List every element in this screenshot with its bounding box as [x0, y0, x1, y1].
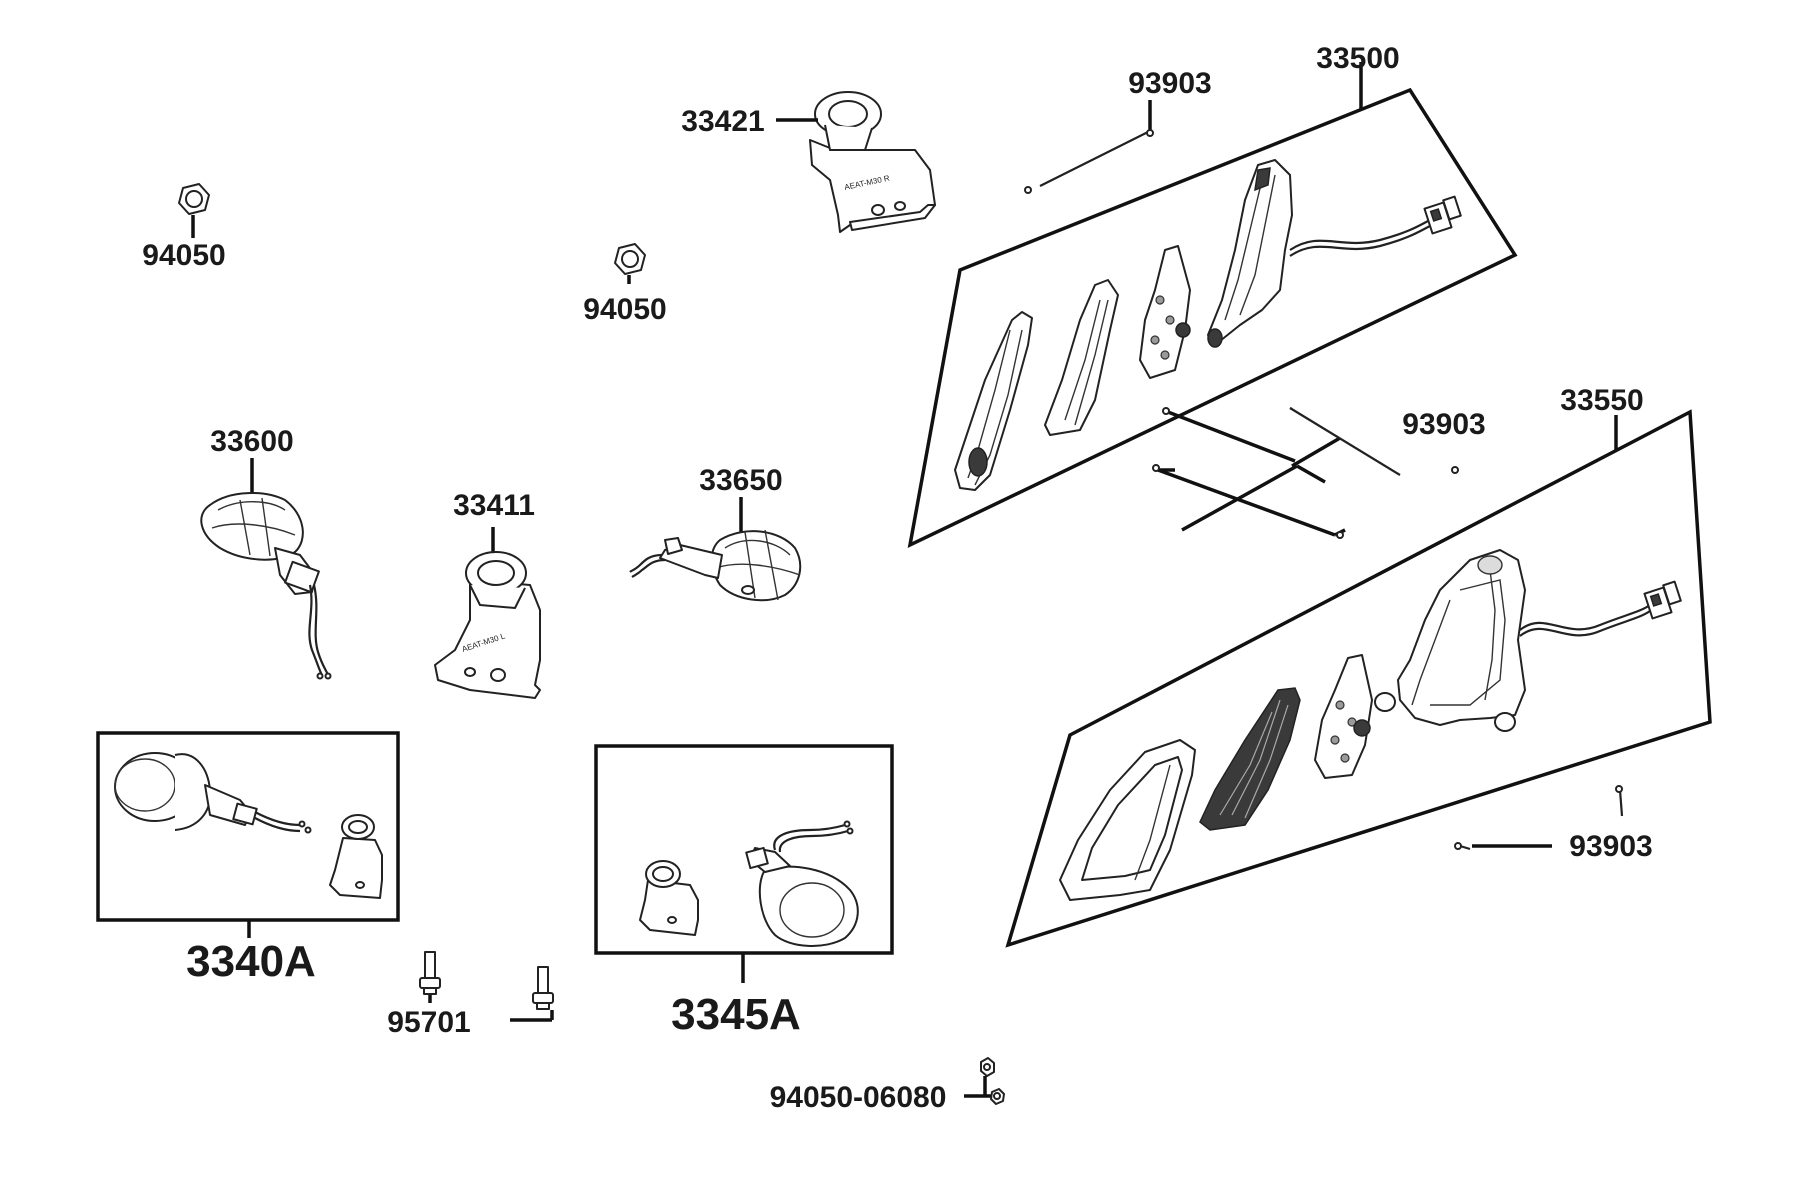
- diffuser-33550: [1199, 687, 1301, 831]
- turn-signal-33500-group: 33500: [907, 42, 1518, 549]
- lens-33500: [954, 311, 1033, 491]
- housing-33550: [1374, 549, 1526, 732]
- connector-33500: [1423, 195, 1462, 235]
- screw-93903-low: 93903: [1454, 785, 1653, 863]
- screw-93903-middle: 93903: [1152, 407, 1486, 539]
- turn-signal-33550-group: 33550: [1005, 384, 1712, 948]
- turn-signal-33500-frame: [907, 87, 1518, 549]
- label-33650: 33650: [699, 464, 782, 497]
- pcb-33500: [1139, 245, 1191, 379]
- label-94050-left: 94050: [142, 239, 225, 272]
- screw-93903-top: 93903: [1024, 67, 1212, 194]
- kit-3340A: 3340A: [96, 731, 400, 986]
- turn-signal-33600: 33600: [200, 425, 332, 680]
- turn-signal-33550-frame: [1005, 409, 1712, 948]
- turn-signal-33650: 33650: [629, 464, 802, 602]
- label-33411: 33411: [453, 489, 535, 522]
- label-33421: 33421: [681, 105, 764, 138]
- label-33500: 33500: [1316, 42, 1399, 75]
- label-33550: 33550: [1560, 384, 1643, 417]
- housing-33500: [1207, 159, 1293, 348]
- label-3345A: 3345A: [671, 990, 801, 1039]
- label-33600: 33600: [210, 425, 293, 458]
- bolts-95701: 95701: [387, 951, 554, 1039]
- label-3340A: 3340A: [186, 937, 316, 986]
- nut-94050-left: 94050: [142, 183, 226, 272]
- nut-94050-06080: 94050-06080: [770, 1057, 1005, 1114]
- diffuser-33500: [1044, 279, 1119, 436]
- nut-94050-middle: 94050: [583, 243, 667, 326]
- bracket-33421: AEAT-M30 R 33421: [681, 91, 936, 233]
- pcb-33550: [1314, 654, 1373, 779]
- label-93903-top: 93903: [1128, 67, 1211, 100]
- kit-3345A: 3345A: [594, 744, 894, 1039]
- label-94050-middle: 94050: [583, 293, 666, 326]
- label-93903-middle: 93903: [1402, 408, 1485, 441]
- label-93903-low: 93903: [1569, 830, 1652, 863]
- bracket-33411: 33411 AEAT-M30 L: [434, 489, 541, 699]
- label-95701: 95701: [387, 1006, 470, 1039]
- connector-33550: [1643, 580, 1682, 620]
- label-94050-06080: 94050-06080: [770, 1081, 947, 1114]
